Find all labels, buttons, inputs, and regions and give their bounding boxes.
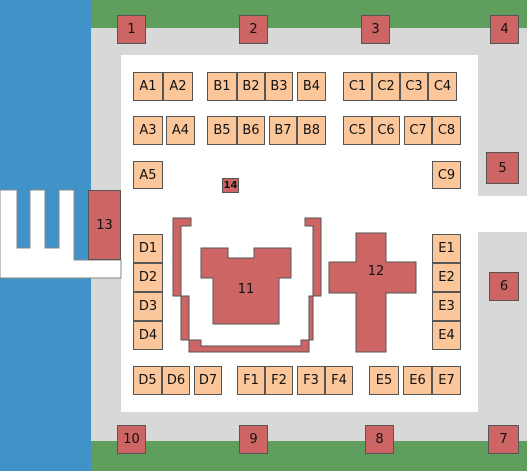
stall-d6[interactable]: D6 — [162, 366, 190, 395]
stall-e3[interactable]: E3 — [432, 292, 461, 321]
stall-b4[interactable]: B4 — [297, 72, 326, 101]
tower-4[interactable]: 4 — [490, 15, 519, 44]
stall-b6[interactable]: B6 — [237, 116, 265, 145]
stall-e1[interactable]: E1 — [432, 234, 461, 263]
stall-c4[interactable]: C4 — [428, 72, 457, 101]
stall-e4[interactable]: E4 — [432, 321, 461, 350]
stall-f1[interactable]: F1 — [237, 366, 265, 395]
stall-c5[interactable]: C5 — [343, 116, 372, 145]
stall-d1[interactable]: D1 — [133, 234, 163, 263]
tower-1[interactable]: 1 — [117, 15, 146, 44]
building-11-label[interactable]: 11 — [237, 281, 255, 297]
stall-e5[interactable]: E5 — [369, 366, 399, 395]
building-12-label[interactable]: 12 — [367, 263, 385, 279]
tower-7[interactable]: 7 — [488, 425, 519, 454]
inner-enclosure — [172, 217, 322, 353]
stall-c1[interactable]: C1 — [343, 72, 372, 101]
tower-10[interactable]: 10 — [117, 425, 146, 454]
tower-6[interactable]: 6 — [489, 272, 519, 301]
stall-c8[interactable]: C8 — [432, 116, 461, 145]
stall-b7[interactable]: B7 — [269, 116, 297, 145]
stall-b3[interactable]: B3 — [265, 72, 293, 101]
tower-5[interactable]: 5 — [486, 152, 519, 184]
stall-a5[interactable]: A5 — [133, 161, 163, 189]
stall-d2[interactable]: D2 — [133, 263, 163, 292]
stall-c2[interactable]: C2 — [372, 72, 400, 101]
stall-a4[interactable]: A4 — [166, 116, 195, 145]
stall-e6[interactable]: E6 — [403, 366, 432, 395]
tower-3[interactable]: 3 — [361, 15, 390, 44]
stall-a1[interactable]: A1 — [133, 72, 163, 101]
stall-c7[interactable]: C7 — [404, 116, 432, 145]
stall-d3[interactable]: D3 — [133, 292, 163, 321]
stall-b8[interactable]: B8 — [297, 116, 326, 145]
stall-f3[interactable]: F3 — [297, 366, 325, 395]
stall-d4[interactable]: D4 — [133, 321, 163, 350]
stall-c6[interactable]: C6 — [372, 116, 400, 145]
stall-d7[interactable]: D7 — [194, 366, 222, 395]
stall-d5[interactable]: D5 — [133, 366, 162, 395]
stall-c3[interactable]: C3 — [400, 72, 428, 101]
tower-13[interactable]: 13 — [88, 190, 121, 260]
stall-e7[interactable]: E7 — [432, 366, 461, 395]
stall-b1[interactable]: B1 — [207, 72, 237, 101]
tower-14[interactable]: 14 — [222, 178, 239, 193]
cross-building-shape — [328, 232, 417, 353]
stall-f4[interactable]: F4 — [325, 366, 353, 395]
keep-building-shape — [200, 247, 292, 325]
west-dock — [0, 189, 122, 279]
stall-a2[interactable]: A2 — [163, 72, 193, 101]
stall-c9[interactable]: C9 — [432, 161, 461, 189]
tower-2[interactable]: 2 — [239, 15, 268, 44]
stall-b2[interactable]: B2 — [237, 72, 265, 101]
stall-a3[interactable]: A3 — [133, 116, 163, 145]
east-gate-path — [478, 196, 527, 232]
stall-e2[interactable]: E2 — [432, 263, 461, 292]
tower-9[interactable]: 9 — [239, 425, 268, 454]
stall-f2[interactable]: F2 — [265, 366, 293, 395]
stall-b5[interactable]: B5 — [207, 116, 237, 145]
tower-8[interactable]: 8 — [365, 425, 394, 454]
